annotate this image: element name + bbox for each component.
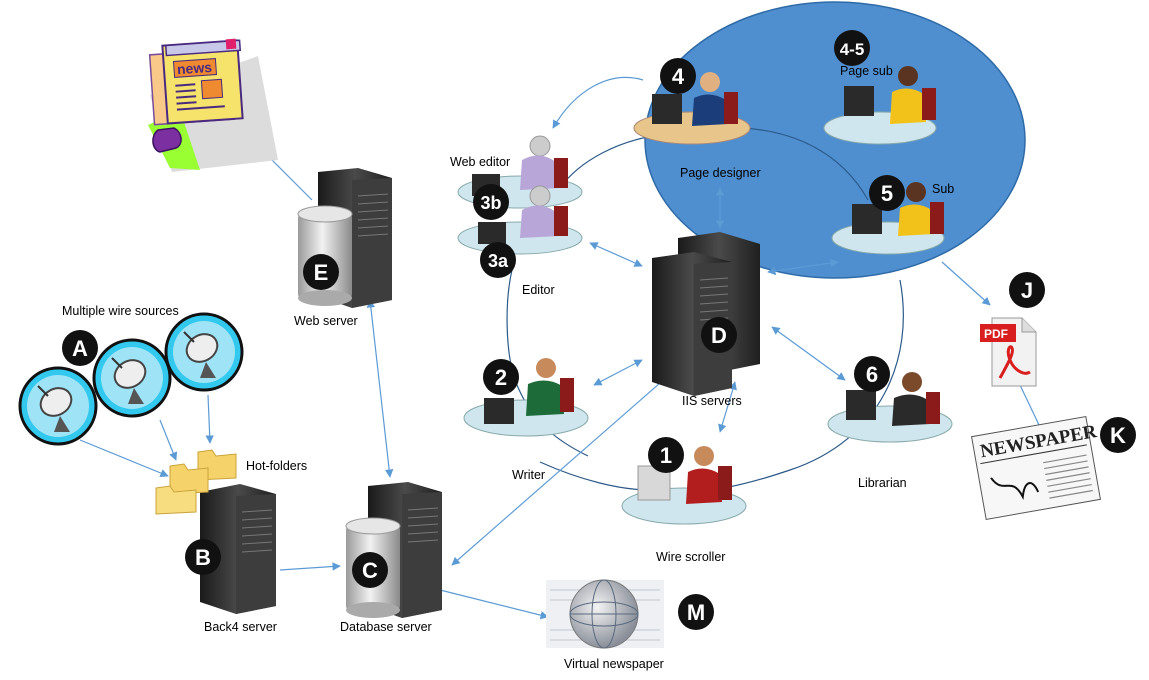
workstation-page-sub — [823, 66, 937, 145]
badge-4-5-text: 4-5 — [840, 40, 865, 59]
badge-3a: 3a — [480, 242, 516, 278]
badge-e-text: E — [314, 260, 329, 285]
label-database-server: Database server — [340, 620, 432, 634]
satellite-dish-icon — [164, 312, 244, 392]
back4-server-icon — [200, 484, 276, 614]
badge-b: B — [185, 539, 221, 575]
badge-5-text: 5 — [881, 181, 893, 206]
workstation-writer — [463, 358, 589, 437]
satellite-dish-icon — [92, 338, 172, 418]
badge-m: M — [678, 594, 714, 630]
badge-d-text: D — [711, 323, 727, 348]
badge-m-text: M — [687, 600, 705, 625]
badge-4: 4 — [660, 58, 696, 94]
badge-k: K — [1100, 417, 1136, 453]
newspaper-icon: NEWSPAPER — [971, 415, 1101, 521]
pdf-label: PDF — [984, 327, 1008, 341]
news-icon-text: news — [176, 59, 212, 77]
label-page-designer: Page designer — [680, 166, 761, 180]
badge-4-5: 4-5 — [834, 30, 870, 66]
label-web-server: Web server — [294, 314, 358, 328]
badge-4-text: 4 — [672, 64, 685, 89]
badge-3b-text: 3b — [480, 193, 501, 213]
badge-5: 5 — [869, 175, 905, 211]
label-page-sub: Page sub — [840, 64, 893, 78]
label-wire-scroller: Wire scroller — [656, 550, 725, 564]
iis-servers-icon — [652, 232, 760, 396]
badge-3a-text: 3a — [488, 251, 509, 271]
virtual-newspaper-globe-icon — [546, 579, 664, 649]
labels: Multiple wire sources Hot-folders Back4 … — [62, 64, 954, 671]
badge-e: E — [303, 254, 339, 290]
label-virtual-newspaper: Virtual newspaper — [564, 657, 664, 671]
database-server-icon — [345, 482, 442, 618]
label-wire-sources: Multiple wire sources — [62, 304, 179, 318]
badge-c: C — [352, 552, 388, 588]
badge-d: D — [701, 317, 737, 353]
workstation-librarian — [827, 372, 953, 443]
badge-2: 2 — [483, 359, 519, 395]
label-editor: Editor — [522, 283, 555, 297]
hot-folders-icon — [155, 449, 237, 515]
connectors — [79, 133, 1051, 620]
label-hot-folders: Hot-folders — [246, 459, 307, 473]
badge-2-text: 2 — [495, 365, 507, 390]
badge-1: 1 — [648, 437, 684, 473]
badge-k-text: K — [1110, 423, 1126, 448]
label-web-editor: Web editor — [450, 155, 510, 169]
label-sub: Sub — [932, 182, 954, 196]
badge-a-text: A — [72, 336, 88, 361]
badge-1-text: 1 — [660, 443, 672, 468]
label-iis-servers: IIS servers — [682, 394, 742, 408]
label-librarian: Librarian — [858, 476, 907, 490]
badge-3b: 3b — [473, 184, 509, 220]
badge-6-text: 6 — [866, 362, 878, 387]
workstation-wire-scroller — [621, 446, 747, 525]
workstation-page-designer — [633, 72, 751, 145]
satellite-dish-icons — [18, 312, 244, 446]
badge-j: J — [1009, 272, 1045, 308]
badge-c-text: C — [362, 558, 378, 583]
label-back4-server: Back4 server — [204, 620, 277, 634]
badge-j-text: J — [1021, 278, 1033, 303]
satellite-dish-icon — [18, 366, 98, 446]
news-window-icon: news — [148, 38, 278, 172]
badge-b-text: B — [195, 545, 211, 570]
badges: A B C D E J K M 1 2 3b 3a 4 4-5 5 6 — [62, 30, 1136, 630]
badge-6: 6 — [854, 356, 890, 392]
workstation-sub — [831, 182, 945, 255]
label-writer: Writer — [512, 468, 545, 482]
badge-a: A — [62, 330, 98, 366]
web-editor-curve-arrow — [552, 76, 644, 129]
pdf-document-icon: PDF — [980, 317, 1037, 387]
